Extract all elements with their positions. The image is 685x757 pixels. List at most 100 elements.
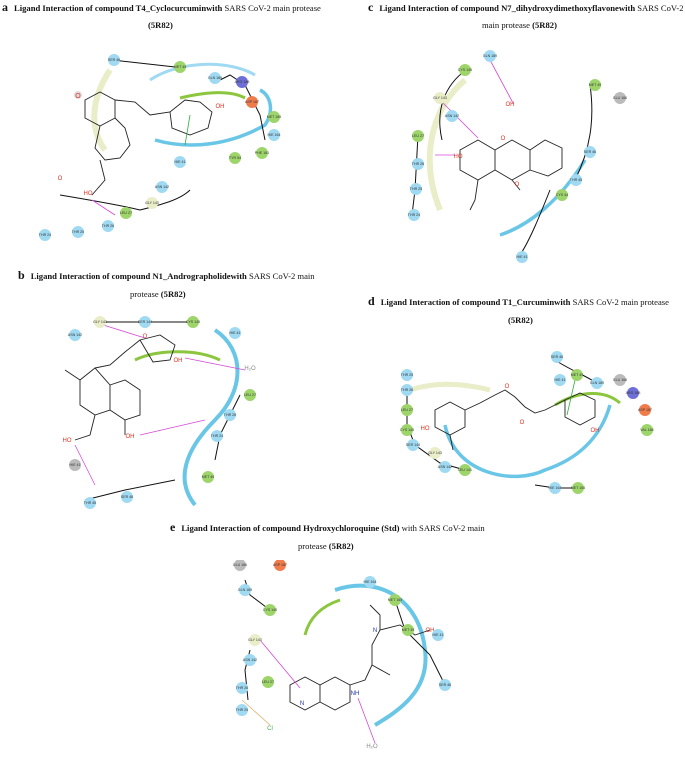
residue-label: GLY 143 [145,201,159,205]
ligand-structure [434,389,596,451]
residue-ser46 [584,146,596,158]
residue-label: THR 25 [401,373,413,377]
residue-met49 [202,471,214,483]
residue-gln189 [484,50,496,62]
residue-gln189 [209,72,221,84]
residue-label: SER 46 [551,355,563,359]
residue-gln189 [591,377,603,389]
residue-label: SER 46 [439,683,451,687]
residue-ser144 [407,439,419,451]
residue-thr24 [211,430,223,442]
residue-thr45 [84,497,96,509]
residue-label: SER 144 [406,443,420,447]
residue-thr25 [236,704,248,716]
residue-leu141 [459,464,471,476]
ligand-structure [64,334,176,441]
pocket-outline-blue [149,62,256,82]
residue-label: GLN 189 [238,588,252,592]
panel-b-label: b [18,268,25,282]
residue-hie164 [268,129,280,141]
residue-met49 [571,369,583,381]
panel-e-caption2-rest: protease [298,541,329,551]
residue-label: HIE 41 [555,378,566,382]
residue-label: HIE 164 [549,486,562,490]
residue-label: ARG 188 [235,80,250,84]
residue-label: LEU 141 [458,468,472,472]
residue-thr24 [39,229,51,241]
residue-label: THR 24 [211,434,223,438]
residue-hie164 [549,482,561,494]
residue-label: HIE 41 [175,160,186,164]
pocket-outline-cyan [154,88,273,147]
ligand-hydroxyl-label: OH [174,358,183,364]
panel-c-caption2-rest: main protease [482,20,533,30]
residue-asn142 [156,181,168,193]
hbond-arrow [74,444,96,486]
ligand-nitrogen-label: N [300,701,304,707]
pocket-outline-green [134,350,221,362]
ligand-oxygen-label: O [520,420,525,426]
panel-c-caption-bold: Ligand Interaction of compound N7_dihydr… [379,3,636,13]
hbond-arrow [489,59,514,104]
residue-label: THR 45 [570,178,582,182]
residue-val186 [641,424,653,436]
residue-thr45 [570,174,582,186]
ligand-structure [459,139,563,211]
residue-label: ASN 142 [243,658,257,662]
panel-c-caption2-bold: (5R82) [532,20,557,30]
residue-ser46 [108,54,120,66]
residue-ser46 [439,679,451,691]
residue-thr26 [102,220,114,232]
residue-label: ARG 188 [626,391,641,395]
residue-label: VAL 186 [640,428,653,432]
residue-gly143 [429,447,441,459]
residue-label: THR 24 [39,233,51,237]
panel-d-caption-bold: Ligand Interaction of compound T1_Curcum… [380,297,571,307]
residue-thr25 [72,226,84,238]
residue-arg188 [236,76,248,88]
panel-d-label: d [368,294,375,308]
residue-asn142 [439,461,451,473]
ligand-oxygen-label: O [505,384,510,390]
pocket-outline-pale [426,77,467,212]
residue-label: ASP 187 [638,408,652,412]
ligand-structure [84,91,213,196]
panel-d-caption-line2: (5R82) [508,315,533,325]
residue-asp187 [246,96,258,108]
residue-met49 [589,79,601,91]
hbond-arrow [139,419,206,436]
residue-label: ASN 142 [155,185,169,189]
backbone-line [214,394,241,461]
residue-met165 [268,111,280,123]
residue-label: PHE 181 [255,151,269,155]
pocket-outline-pale [409,381,491,393]
residue-label: LEU 27 [412,134,424,138]
residue-ser144 [139,316,151,328]
residue-label: CYS 44 [556,193,568,197]
residue-label: ASP 187 [273,563,287,567]
panel-a-diagram: O OH HO O SER 46 MET 49 GLN 189 ARG 188 … [39,54,281,241]
residue-nodes: GLY 143 SER 144 CYS 145 HIE 41 ASN 142 L… [68,316,256,509]
pocket-outline-cyan [443,404,612,479]
ligand-oxygen-label: O [75,93,81,100]
residue-label: SER 144 [138,320,152,324]
ligand-hydroxyl-label: OH [126,434,135,440]
panel-e-diagram: N NH N OH Cl H₂O GLU 166 ASP 187 HIE 164… [233,560,451,750]
ligand-hydroxyl-label: OH [506,102,515,108]
pi-pi-stacking-line [566,379,576,416]
ligand-hydroxyl-label: HO [454,154,463,160]
pocket-outline-green [303,598,341,636]
ligand-hydroxyl-label: OH [591,428,600,434]
residue-tyr54 [229,152,241,164]
residue-gly143 [434,92,446,104]
residue-gly143 [146,197,158,209]
residue-asp187 [274,560,286,571]
residue-ser46 [121,491,133,503]
ligand-amine-label: NH [351,691,360,697]
residue-hie41 [432,629,444,641]
residue-label: SER 46 [121,495,133,499]
ligand-oxygen-label: O [501,136,506,142]
panel-b-caption2-bold: (5R82) [160,289,186,299]
